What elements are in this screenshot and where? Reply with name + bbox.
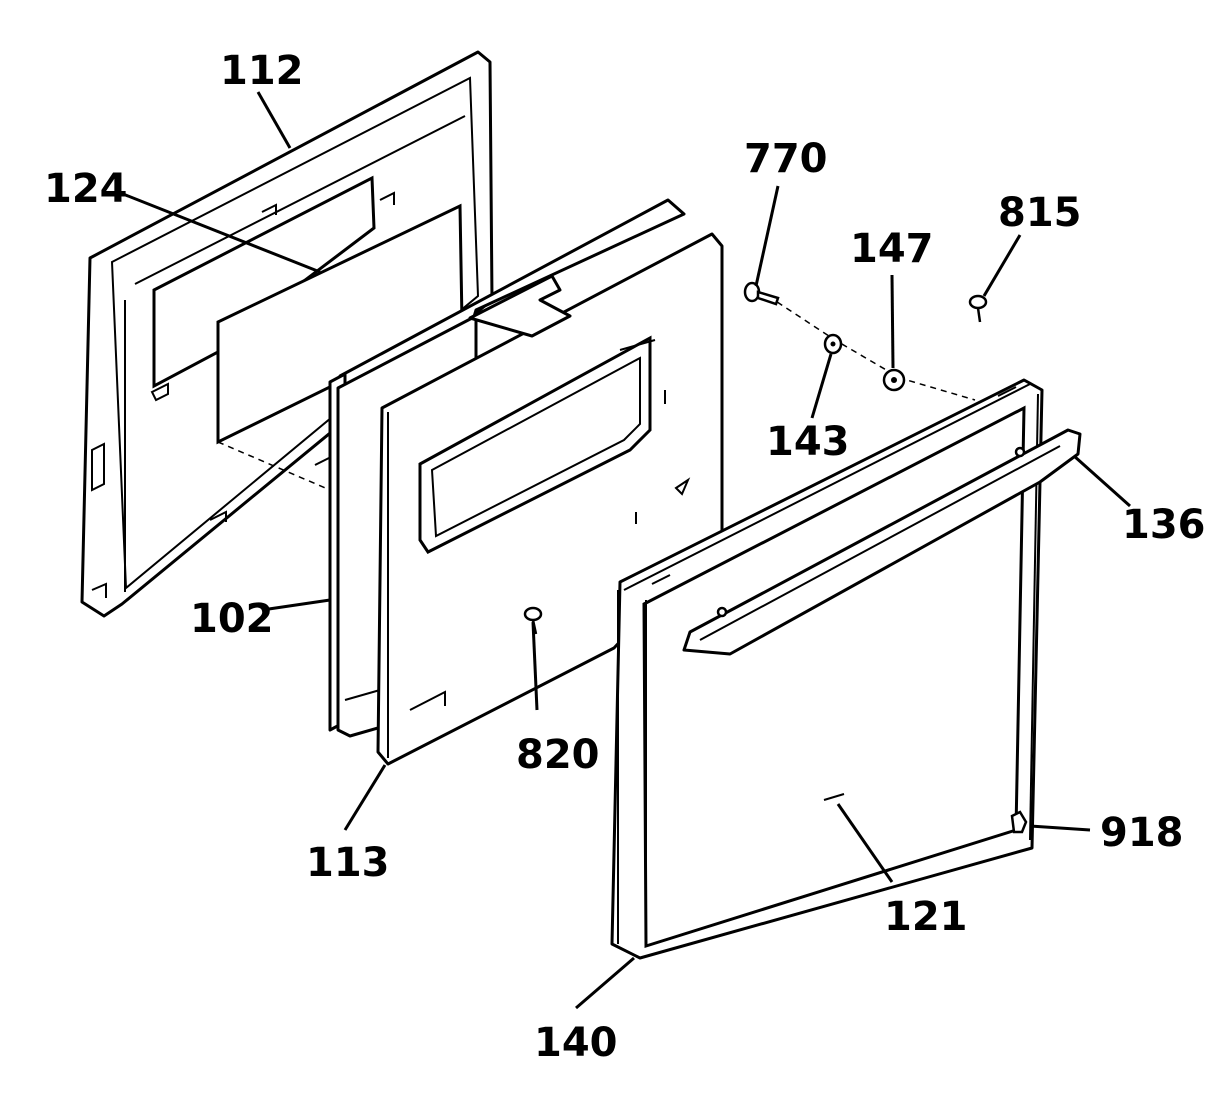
callout-770: 770 — [744, 136, 828, 182]
callout-112: 112 — [220, 48, 304, 94]
callout-143: 143 — [766, 419, 850, 465]
door-liner-panel-113 — [376, 232, 724, 766]
callout-102: 102 — [190, 596, 274, 642]
washer-147 — [882, 368, 906, 392]
outer-glass-121 — [823, 793, 845, 801]
clip-918 — [1010, 810, 1028, 834]
callout-820: 820 — [516, 732, 600, 778]
callout-labels: 112 124 102 113 820 770 143 147 815 136 … — [44, 48, 1206, 1066]
callout-147: 147 — [850, 226, 934, 272]
callout-918: 918 — [1100, 810, 1184, 856]
callout-136: 136 — [1122, 502, 1206, 548]
callout-121: 121 — [884, 894, 968, 940]
screw-770 — [743, 281, 780, 306]
callout-140: 140 — [534, 1020, 618, 1066]
screw-815 — [968, 294, 988, 323]
callout-815: 815 — [998, 190, 1082, 236]
callout-124: 124 — [44, 166, 128, 212]
spacer-143 — [823, 333, 843, 355]
callout-113: 113 — [306, 840, 390, 886]
leader-lines — [117, 91, 1131, 1010]
handle-136 — [682, 428, 1082, 656]
